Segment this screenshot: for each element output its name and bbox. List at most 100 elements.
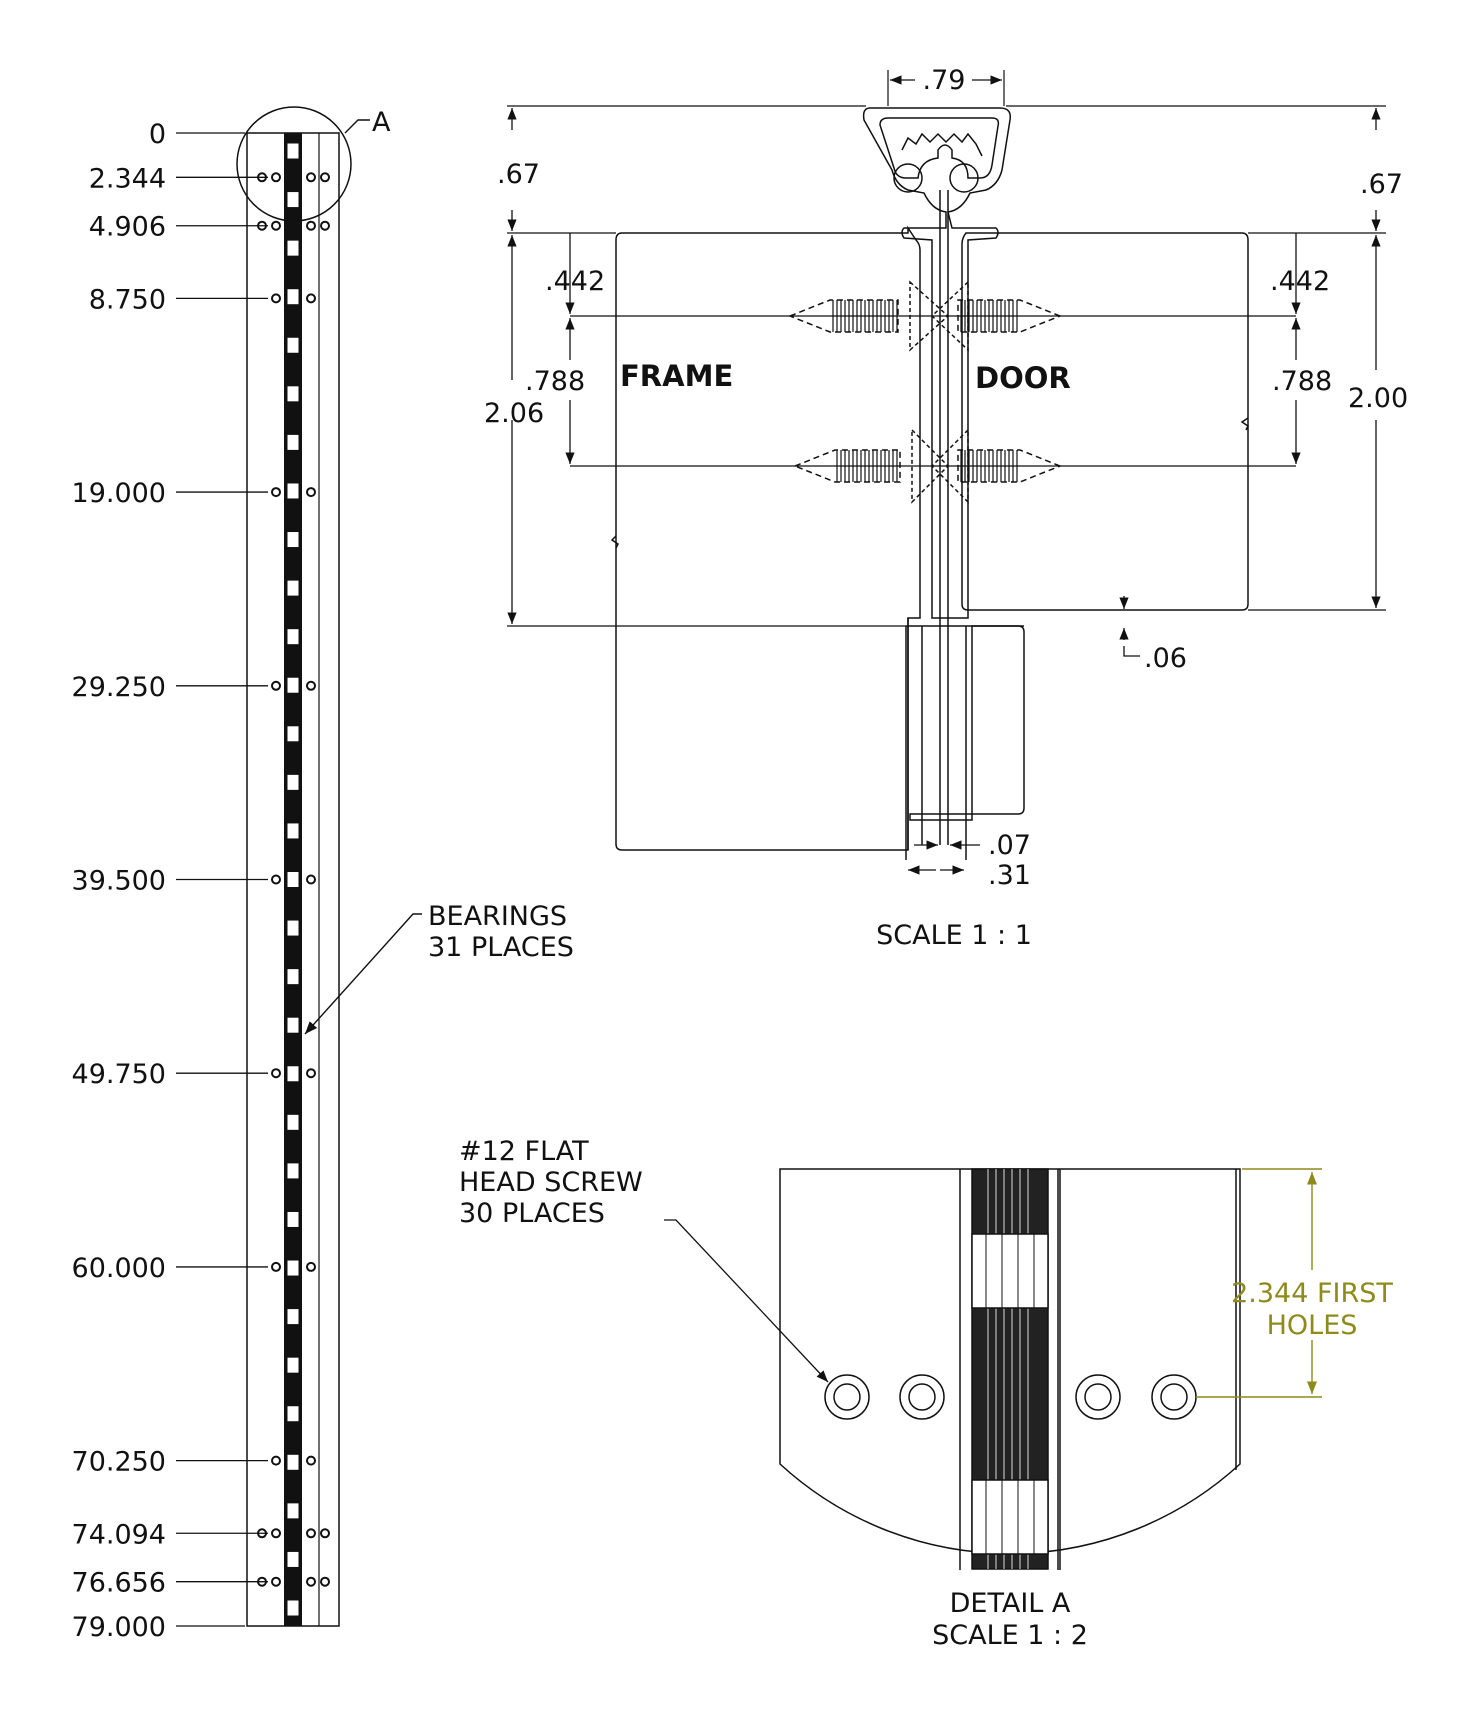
screw-holes	[257, 172, 330, 1587]
screw-hole	[306, 1528, 316, 1539]
bearing-mark	[286, 822, 300, 840]
dim-left-total: 2.06	[484, 398, 544, 429]
dim-left-788: .788	[525, 366, 585, 397]
knuckle-pin-left	[893, 163, 923, 193]
bearing-mark	[286, 628, 300, 646]
bearing-mark	[286, 191, 300, 209]
station-label: 0	[149, 119, 166, 150]
frame-leaf	[615, 225, 921, 851]
bearing-mark	[286, 142, 300, 160]
bearing-mark	[286, 1502, 300, 1520]
bearing-mark	[286, 433, 300, 451]
screw-hole	[271, 1528, 281, 1539]
station-label: 60.000	[72, 1253, 166, 1284]
bearings-leader	[304, 913, 422, 1035]
detail-a-circle	[236, 106, 352, 222]
detail-bearing-lower	[971, 1479, 1049, 1555]
bearing-mark	[286, 1308, 300, 1326]
dim-gap: .07	[988, 830, 1031, 861]
screw-hole	[271, 680, 281, 691]
detail-bearing-upper	[971, 1233, 1049, 1309]
station-label: 19.000	[72, 478, 166, 509]
dim-left-067: .67	[497, 159, 540, 190]
knuckle-profile	[862, 107, 1012, 619]
bearing-mark	[286, 871, 300, 888]
bearing-mark	[286, 531, 300, 549]
section-dimension-lines	[507, 75, 1381, 875]
bearing-mark	[286, 1065, 300, 1083]
screw-hole	[271, 1455, 281, 1466]
bearing-mark	[286, 1210, 300, 1228]
bearing-mark	[286, 676, 300, 694]
bearings-note-line2: 31 PLACES	[428, 932, 574, 963]
frame-label: FRAME	[620, 359, 733, 393]
dim-width: .31	[988, 860, 1031, 891]
station-label: 4.906	[89, 212, 166, 243]
door-leaf	[961, 232, 1249, 611]
bearing-mark	[286, 1550, 300, 1568]
station-label: 76.656	[72, 1568, 166, 1599]
station-label: 70.250	[72, 1447, 166, 1478]
bearing-mark	[286, 1599, 300, 1617]
bearing-mark	[286, 1405, 300, 1423]
dim-top-width: .79	[923, 65, 966, 96]
screw-hole	[306, 1261, 316, 1272]
station-label: 2.344	[89, 163, 166, 194]
station-label: 39.500	[72, 866, 166, 897]
bearing-mark	[286, 1113, 300, 1131]
screw-hole	[306, 874, 316, 885]
screw-hole	[320, 220, 330, 231]
screw-hole	[271, 220, 281, 231]
station-label: 29.250	[72, 672, 166, 703]
detail-texts: #12 FLAT HEAD SCREW 30 PLACES 2.344 FIRS…	[459, 1136, 1393, 1651]
knuckle-teeth	[901, 132, 983, 157]
hinge-full-view: 0 2.344 4.906 8.750 19.000 29.250 39.500 49.750…	[72, 106, 574, 1643]
knuckle-pin-right	[949, 163, 979, 193]
dim-right-067: .67	[1360, 169, 1403, 200]
screw-hole	[271, 1068, 281, 1079]
bearing-mark	[286, 336, 300, 354]
frame-extension	[909, 625, 1025, 821]
dim-right-788: .788	[1272, 366, 1332, 397]
bearing-mark	[286, 725, 300, 743]
detail-a-marker: A	[372, 107, 391, 138]
station-label: 8.750	[89, 284, 166, 315]
screw-hole	[306, 680, 316, 691]
dim-left-442: .442	[545, 266, 605, 297]
screw-hole	[271, 1261, 281, 1272]
bearings-note-line1: BEARINGS	[428, 901, 567, 932]
dim-offset: .06	[1144, 643, 1187, 674]
first-holes-line1: 2.344 FIRST	[1231, 1278, 1393, 1309]
screw-hole	[306, 1576, 316, 1587]
section-scale: SCALE 1 : 1	[876, 920, 1032, 951]
bearing-mark	[286, 239, 300, 257]
screw-hole	[320, 1528, 330, 1539]
station-label: 49.750	[72, 1059, 166, 1090]
screw-hole	[306, 1455, 316, 1466]
first-holes-line2: HOLES	[1267, 1310, 1358, 1341]
screw-hole	[306, 293, 316, 304]
bearing-mark	[286, 288, 300, 306]
station-dimensions: 0 2.344 4.906 8.750 19.000 29.250 39.500 49.750…	[72, 119, 268, 1643]
detail-a-view	[664, 1168, 1241, 1570]
bearing-mark	[286, 919, 300, 937]
door-label: DOOR	[975, 361, 1071, 395]
detail-a-leader	[344, 119, 370, 134]
bearing-mark	[286, 482, 300, 500]
screw-leader	[664, 1219, 829, 1383]
screw-hole	[306, 1068, 316, 1079]
knuckle-inner	[879, 117, 1000, 179]
station-label: 79.000	[72, 1612, 166, 1643]
break-right	[1240, 417, 1249, 431]
section-view	[507, 70, 1386, 860]
dim-right-442: .442	[1270, 266, 1330, 297]
screw-hole	[320, 1576, 330, 1587]
bearing-mark	[286, 1453, 300, 1471]
screw-note-line3: 30 PLACES	[459, 1198, 605, 1229]
break-left	[610, 535, 619, 549]
screw-hole	[271, 293, 281, 304]
bearing-mark	[286, 1356, 300, 1374]
bearing-mark	[286, 968, 300, 986]
bearing-marks	[286, 142, 300, 1617]
bearing-mark	[286, 1259, 300, 1277]
